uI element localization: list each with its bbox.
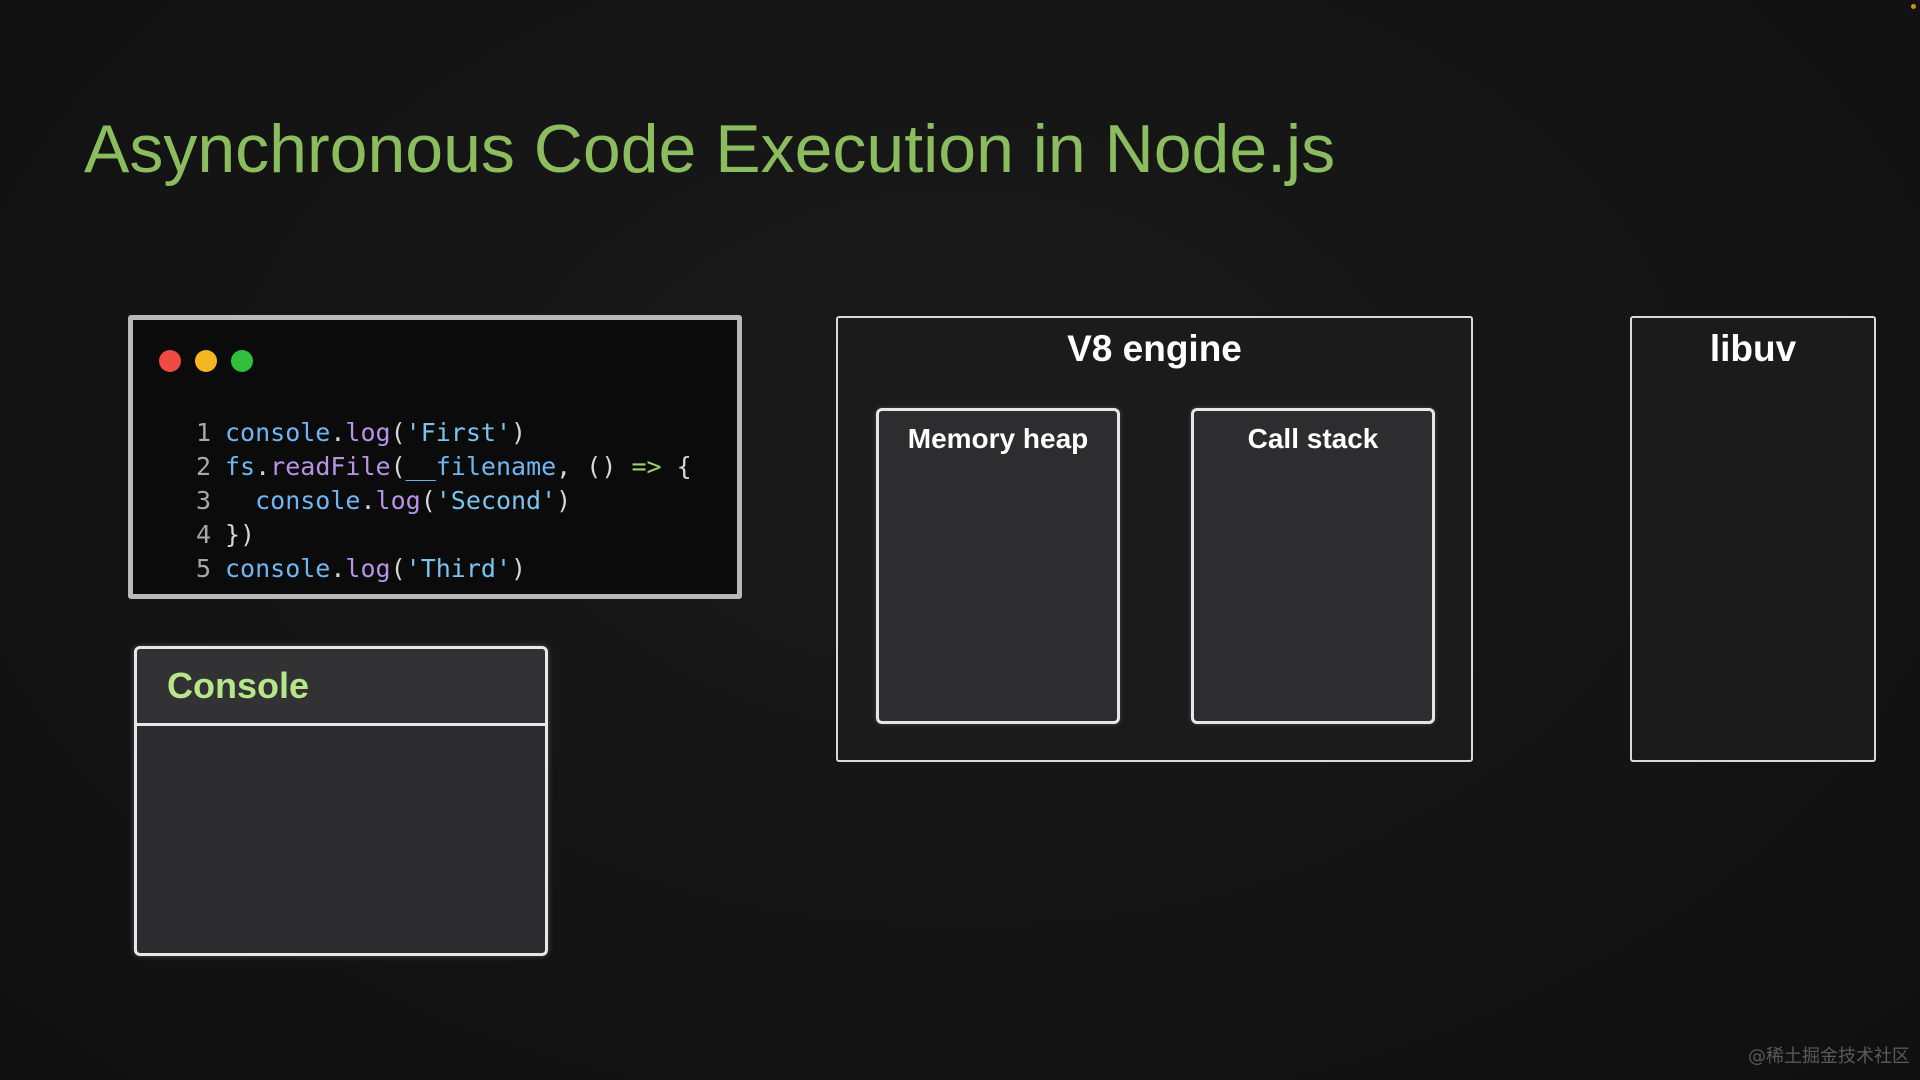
code-token: fs bbox=[225, 452, 256, 481]
code-token: . bbox=[330, 418, 346, 447]
line-number: 2 bbox=[195, 452, 211, 481]
code-token: ) bbox=[511, 418, 527, 447]
code-token: console bbox=[225, 486, 361, 515]
line-number: 3 bbox=[195, 486, 211, 515]
code-token: ( bbox=[390, 418, 406, 447]
code-token: . bbox=[255, 452, 271, 481]
code-token: ) bbox=[556, 486, 572, 515]
code-token: ( bbox=[390, 452, 406, 481]
code-line: 1 console.log('First') bbox=[183, 416, 692, 450]
line-number: 5 bbox=[195, 554, 211, 583]
window-controls bbox=[159, 350, 253, 372]
line-number: 4 bbox=[195, 520, 211, 549]
libuv-title: libuv bbox=[1709, 328, 1797, 369]
maximize-dot-icon bbox=[231, 350, 253, 372]
code-token: console bbox=[225, 418, 331, 447]
code-token: log bbox=[375, 486, 421, 515]
code-token: 'First' bbox=[405, 418, 511, 447]
code-token: ( bbox=[390, 554, 406, 583]
code-token: __filename bbox=[405, 452, 557, 481]
code-token: . bbox=[330, 554, 346, 583]
code-line: 2 fs.readFile(__filename, () => { bbox=[183, 450, 692, 484]
slide-title: Asynchronous Code Execution in Node.js bbox=[84, 111, 1336, 187]
call-stack-title: Call stack bbox=[1247, 423, 1379, 454]
minimize-dot-icon bbox=[195, 350, 217, 372]
code-token: log bbox=[345, 554, 391, 583]
console-header: Console bbox=[137, 649, 545, 726]
code-line: 4}) bbox=[183, 518, 692, 552]
code-token: ) bbox=[511, 554, 527, 583]
libuv-box: libuv bbox=[1630, 316, 1876, 762]
line-number: 1 bbox=[195, 418, 211, 447]
code-token: ( bbox=[420, 486, 436, 515]
v8-engine-box: V8 engine Memory heap Call stack bbox=[836, 316, 1473, 762]
corner-dot-icon bbox=[1911, 4, 1916, 9]
code-token: console bbox=[225, 554, 331, 583]
call-stack-box: Call stack bbox=[1191, 408, 1435, 724]
v8-engine-title: V8 engine bbox=[1067, 328, 1242, 369]
close-dot-icon bbox=[159, 350, 181, 372]
code-token: readFile bbox=[270, 452, 391, 481]
code-token: . bbox=[360, 486, 376, 515]
code-token: }) bbox=[225, 520, 256, 549]
console-title: Console bbox=[167, 665, 310, 706]
console-panel: Console bbox=[134, 646, 548, 956]
watermark: @稀土掘金技术社区 bbox=[1748, 1046, 1910, 1067]
memory-heap-title: Memory heap bbox=[907, 423, 1089, 454]
code-token: 'Second' bbox=[435, 486, 557, 515]
code-line: 3 console.log('Second') bbox=[183, 484, 692, 518]
code-line: 5 console.log('Third') bbox=[183, 552, 692, 586]
code-token: { bbox=[661, 452, 692, 481]
code-token: 'Third' bbox=[405, 554, 511, 583]
code-token: log bbox=[345, 418, 391, 447]
code-token: => bbox=[631, 452, 662, 481]
memory-heap-box: Memory heap bbox=[876, 408, 1120, 724]
code-token: , () bbox=[556, 452, 632, 481]
